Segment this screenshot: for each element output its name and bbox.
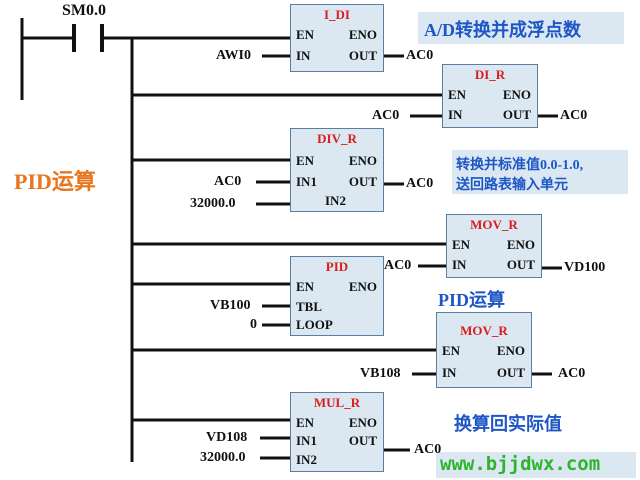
pin-in1: IN1 xyxy=(296,433,317,448)
block-mov-r-2: MOV_R EN ENO IN OUT xyxy=(436,312,532,388)
pin-eno: ENO xyxy=(348,27,377,42)
operand-pid-loop: 0 xyxy=(250,317,257,332)
operand-mov-r-1-in: AC0 xyxy=(384,258,412,273)
note-normalize-2: 送回路表输入单元 xyxy=(456,178,568,193)
pin-in: IN xyxy=(448,107,463,122)
operand-mul-r-in2: 32000.0 xyxy=(200,450,246,465)
watermark: www.bjjdwx.com xyxy=(440,453,601,475)
operand-mov-r-1-out: VD100 xyxy=(564,260,606,275)
block-mov-r-1: MOV_R EN ENO IN OUT xyxy=(446,214,542,278)
pin-en: EN xyxy=(452,237,471,252)
block-title: MOV_R xyxy=(460,323,508,338)
note-normalize-1: 转换并标准值0.0-1.0, xyxy=(456,158,584,173)
pin-en: EN xyxy=(296,27,315,42)
pin-en: EN xyxy=(442,343,461,358)
note-ad-convert: A/D转换并成浮点数 xyxy=(424,20,581,40)
pin-en: EN xyxy=(296,415,315,430)
pin-in: IN xyxy=(296,48,311,63)
operand-mov-r-2-in: VB108 xyxy=(360,366,401,381)
pin-in2: IN2 xyxy=(325,193,346,208)
pin-en: EN xyxy=(296,153,315,168)
pin-loop: LOOP xyxy=(296,317,333,332)
operand-i-di-in: AWI0 xyxy=(216,48,252,63)
block-title: MOV_R xyxy=(470,217,518,232)
operand-i-di-out: AC0 xyxy=(406,48,434,63)
operand-div-r-in2: 32000.0 xyxy=(190,196,236,211)
block-pid: PID EN ENO TBL LOOP xyxy=(290,256,384,336)
operand-pid-tbl: VB100 xyxy=(210,298,251,313)
pin-tbl: TBL xyxy=(296,299,323,314)
pin-out: OUT xyxy=(348,48,377,63)
operand-mul-r-in1: VD108 xyxy=(206,430,248,445)
block-title: DI_R xyxy=(474,67,506,82)
pin-out: OUT xyxy=(502,107,531,122)
pin-in2: IN2 xyxy=(296,452,317,467)
block-div-r: DIV_R EN ENO IN1 OUT IN2 xyxy=(290,128,384,212)
operand-mul-r-out: AC0 xyxy=(414,442,442,457)
pin-eno: ENO xyxy=(348,279,377,294)
operand-mov-r-2-out: AC0 xyxy=(558,366,586,381)
note-pid: PID运算 xyxy=(438,290,505,310)
pin-en: EN xyxy=(448,87,467,102)
block-di-r: DI_R EN ENO IN OUT xyxy=(442,64,538,128)
pin-in1: IN1 xyxy=(296,174,317,189)
block-title: MUL_R xyxy=(313,395,361,410)
note-scale-back: 换算回实际值 xyxy=(454,414,562,434)
pin-in: IN xyxy=(442,365,457,380)
pin-eno: ENO xyxy=(502,87,531,102)
pin-in: IN xyxy=(452,257,467,272)
note-box-1 xyxy=(418,12,624,44)
pin-eno: ENO xyxy=(506,237,535,252)
block-i-di: I_DI EN ENO IN OUT xyxy=(290,4,384,72)
pin-out: OUT xyxy=(348,433,377,448)
pin-out: OUT xyxy=(348,174,377,189)
pin-out: OUT xyxy=(496,365,525,380)
pin-out: OUT xyxy=(506,257,535,272)
block-title: I_DI xyxy=(323,7,350,22)
block-title: PID xyxy=(325,259,349,274)
operand-div-r-in1: AC0 xyxy=(214,174,242,189)
contact-label: SM0.0 xyxy=(62,2,106,19)
pin-eno: ENO xyxy=(496,343,525,358)
watermark-box xyxy=(436,452,636,478)
operand-di-r-out: AC0 xyxy=(560,108,588,123)
pin-en: EN xyxy=(296,279,315,294)
pin-eno: ENO xyxy=(348,153,377,168)
operand-di-r-in: AC0 xyxy=(372,108,400,123)
note-box-2 xyxy=(452,150,628,194)
operand-div-r-out: AC0 xyxy=(406,176,434,191)
block-title: DIV_R xyxy=(317,131,357,146)
side-label: PID运算 xyxy=(14,169,96,194)
block-mul-r: MUL_R EN ENO IN1 OUT IN2 xyxy=(290,392,384,472)
pin-eno: ENO xyxy=(348,415,377,430)
